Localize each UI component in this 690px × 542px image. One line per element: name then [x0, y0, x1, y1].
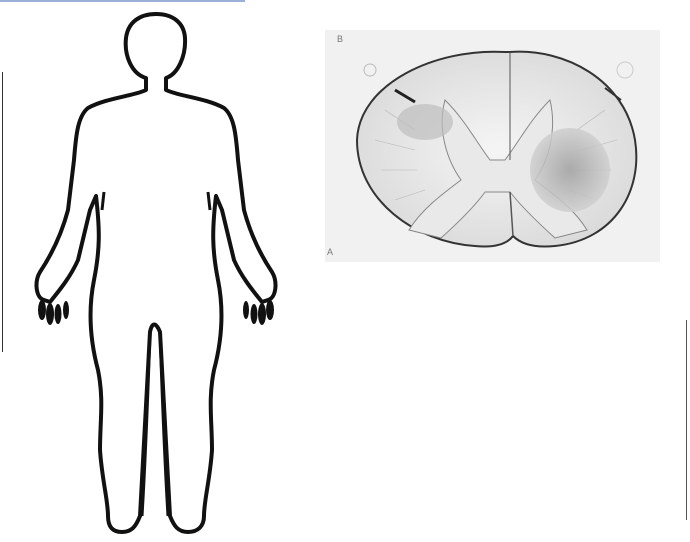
right-edge-line [686, 320, 687, 520]
human-body-outline-icon [28, 10, 288, 542]
spinal-cord-cross-section-icon [325, 30, 660, 262]
section-corner-label-top: B [337, 34, 343, 44]
left-edge-line [2, 72, 3, 352]
top-accent-bar [0, 0, 245, 2]
section-corner-label-bottom: A [327, 247, 333, 257]
